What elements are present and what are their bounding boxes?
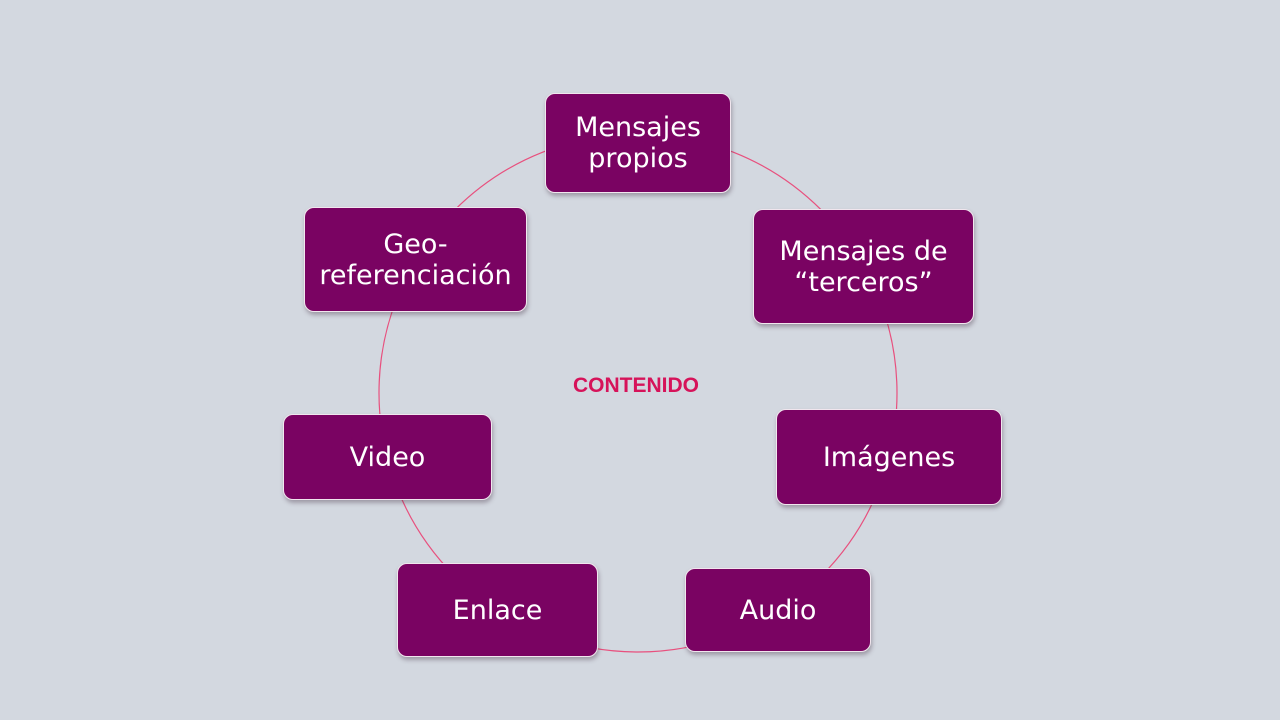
node-mensajes-de-terceros: Mensajes de “terceros” <box>753 209 974 324</box>
node-audio: Audio <box>685 568 871 652</box>
node-mensajes-propios: Mensajes propios <box>545 93 731 193</box>
center-label: CONTENIDO <box>573 374 699 397</box>
node-video: Video <box>283 414 492 500</box>
node-imagenes: Imágenes <box>776 409 1002 505</box>
node-enlace: Enlace <box>397 563 598 657</box>
node-georeferenciacion: Geo- referenciación <box>304 207 527 312</box>
